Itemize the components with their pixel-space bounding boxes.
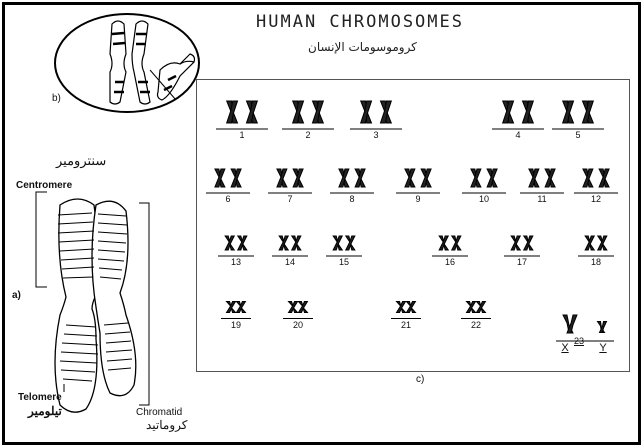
- telomere-arabic-label: تيلومير: [28, 404, 62, 418]
- panel-a-label: a): [12, 290, 21, 301]
- chromatid-arabic-label: كروماتيد: [146, 418, 187, 432]
- chromosome-number-18: 18: [581, 257, 611, 267]
- panel-c-label: c): [416, 374, 424, 385]
- chromosome-number-11: 11: [527, 194, 557, 204]
- panel-b-label: b): [52, 93, 61, 104]
- chromosome-number-7: 7: [275, 194, 305, 204]
- chromosome-number-2: 2: [293, 130, 323, 140]
- sex-y-label: Y: [588, 342, 618, 354]
- chromosome-number-13: 13: [221, 257, 251, 267]
- chromosome-number-9: 9: [403, 194, 433, 204]
- chromosome-number-14: 14: [275, 257, 305, 267]
- chromosome-number-17: 17: [507, 257, 537, 267]
- chromosome-number-5: 5: [563, 130, 593, 140]
- chromosome-number-16: 16: [435, 257, 465, 267]
- centromere-label: Centromere: [16, 180, 72, 191]
- centromere-arabic-label: سنترومير: [56, 153, 106, 169]
- chromosome-number-1: 1: [227, 130, 257, 140]
- chromatid-label: Chromatid: [136, 407, 182, 418]
- chromosome-number-10: 10: [469, 194, 499, 204]
- chromosome-number-8: 8: [337, 194, 367, 204]
- chromosome-number-4: 4: [503, 130, 533, 140]
- chromosome-number-6: 6: [213, 194, 243, 204]
- chromosome-number-22: 22: [461, 320, 491, 330]
- chromosome-number-19: 19: [221, 320, 251, 330]
- chromosome-number-3: 3: [361, 130, 391, 140]
- chromosome-number-15: 15: [329, 257, 359, 267]
- telomere-label: Telomere: [18, 392, 62, 403]
- chromosome-number-21: 21: [391, 320, 421, 330]
- chromosome-number-20: 20: [283, 320, 313, 330]
- panel-a-chromosome: [55, 199, 136, 412]
- chromosome-number-12: 12: [581, 194, 611, 204]
